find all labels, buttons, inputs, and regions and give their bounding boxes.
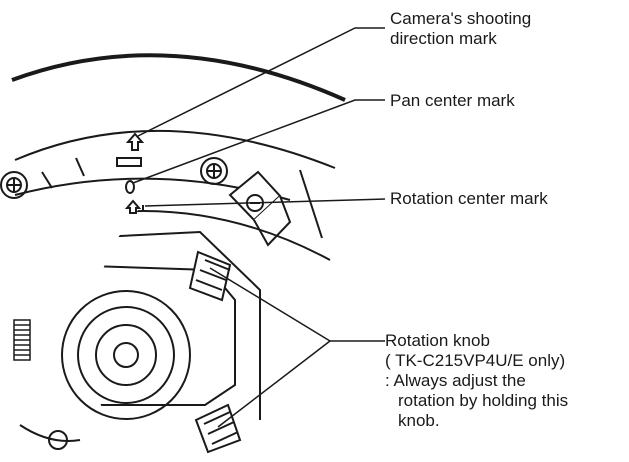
- leader-shooting-direction: [137, 27, 385, 137]
- label-knob-line4: rotation by holding this: [398, 391, 569, 410]
- screw-right-icon: [200, 157, 228, 185]
- rotation-knob-upper: [188, 250, 232, 302]
- label-pan-center-mark: Pan center mark: [390, 91, 515, 111]
- mounting-block: [228, 170, 292, 247]
- label-knob-line2: ( TK-C215VP4U/E only): [385, 351, 566, 370]
- label-pan-text: Pan center mark: [390, 91, 515, 110]
- mounting-base: [14, 129, 336, 239]
- label-rotation-center-mark: Rotation center mark: [390, 189, 548, 209]
- label-rotation-knob: Rotation knob ( TK-C215VP4U/E only) : Al…: [385, 331, 568, 431]
- pan-center-mark-icon: [125, 180, 135, 194]
- shooting-direction-arrow-icon: [125, 132, 145, 151]
- dome-outer-arc: [11, 53, 346, 102]
- label-rotation-text: Rotation center mark: [390, 189, 548, 208]
- leader-knob-lower: [217, 340, 331, 428]
- rotation-knob-lower: [194, 403, 242, 454]
- lens: [61, 290, 191, 420]
- label-shooting-direction-mark: Camera's shooting direction mark: [390, 9, 531, 49]
- rotation-center-arrow-icon: [124, 199, 144, 214]
- leader-knob-upper: [209, 267, 331, 342]
- screw-left-icon: [0, 171, 28, 199]
- label-shooting-line2: direction mark: [390, 29, 497, 48]
- base-lower-arc: [19, 424, 81, 442]
- leader-lines: [132, 27, 386, 428]
- label-knob-line1: Rotation knob: [385, 331, 490, 350]
- label-knob-line5: knob.: [398, 411, 440, 430]
- shooting-direction-bar: [116, 157, 142, 167]
- label-knob-line3: : Always adjust the: [385, 371, 526, 390]
- focus-scale: [13, 319, 31, 361]
- leader-rotation-center: [144, 198, 386, 207]
- label-shooting-line1: Camera's shooting: [390, 9, 532, 28]
- camera-module: [90, 210, 331, 420]
- leader-pan-center: [132, 99, 385, 184]
